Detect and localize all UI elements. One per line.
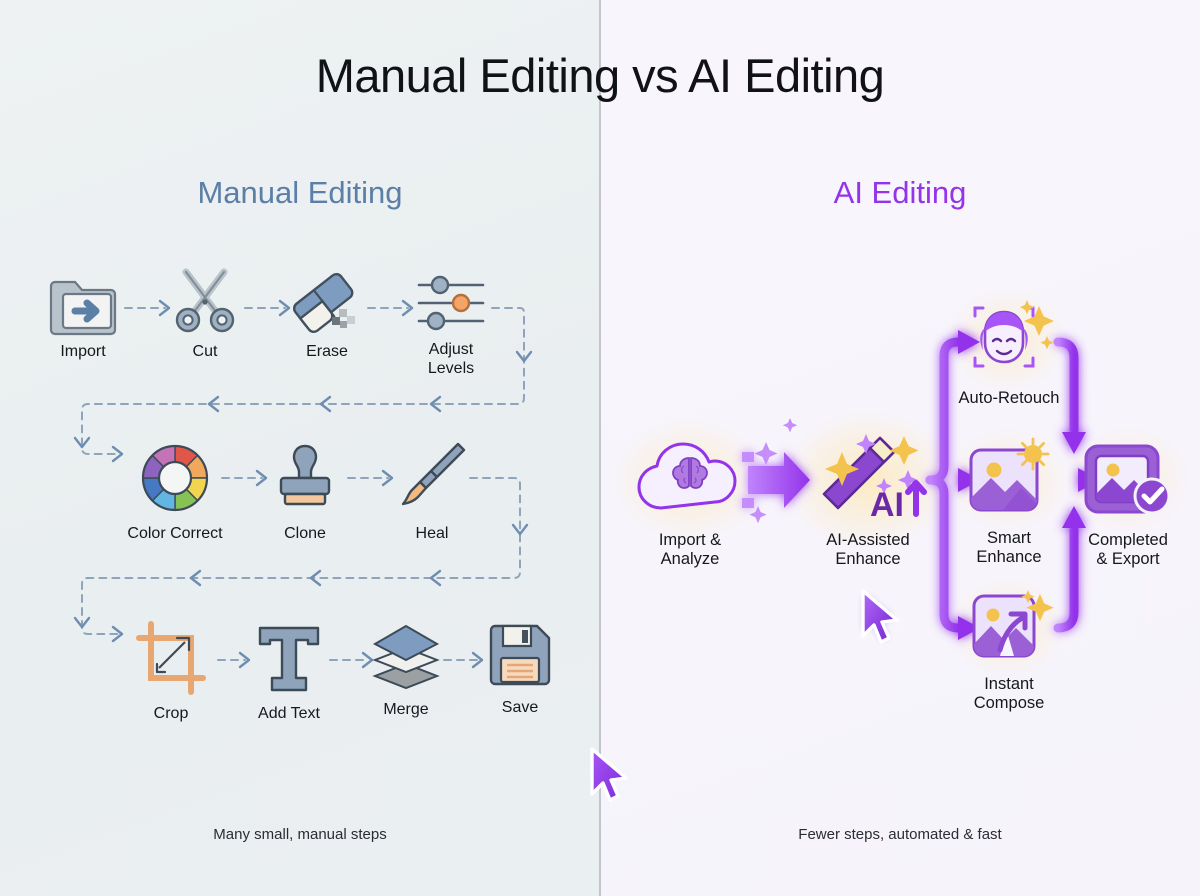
ai-step-instant-compose: Instant Compose <box>950 588 1068 714</box>
ai-footnote: Fewer steps, automated & fast <box>798 826 1002 843</box>
floppy-save-icon <box>485 620 555 690</box>
page-title: Manual Editing vs AI Editing <box>315 49 885 102</box>
ai-step-label: Import & Analyze <box>658 531 722 569</box>
image-check-icon <box>1080 438 1176 522</box>
image-sun-icon <box>963 437 1055 520</box>
scissors-icon <box>170 268 240 334</box>
folder-import-icon <box>47 272 119 336</box>
manual-footnote: Many small, manual steps <box>213 826 387 843</box>
step-adjust-levels: Adjust Levels <box>408 274 494 379</box>
ai-panel-heading: AI Editing <box>833 175 967 210</box>
step-heal: Heal <box>388 436 476 544</box>
step-label: Add Text <box>258 705 320 722</box>
ai-step-label: Instant Compose <box>973 675 1045 713</box>
step-label: Clone <box>284 525 326 542</box>
ai-step-label: Completed & Export <box>1088 531 1168 569</box>
step-label: Crop <box>153 705 189 722</box>
step-label: Heal <box>415 525 449 542</box>
step-merge: Merge <box>368 620 444 720</box>
ai-step-smart-enhance: Smart Enhance <box>950 437 1068 568</box>
panel-divider <box>599 0 601 896</box>
step-label: Cut <box>192 343 218 360</box>
step-cut: Cut <box>165 268 245 362</box>
manual-panel-heading: Manual Editing <box>197 175 403 210</box>
ai-step-import-analyze: Import & Analyze <box>628 436 752 570</box>
ai-step-auto-retouch: Auto-Retouch <box>948 296 1070 408</box>
magic-wand-ai-icon: AI <box>808 426 928 524</box>
step-crop: Crop <box>130 620 212 724</box>
layers-merge-icon <box>367 620 445 692</box>
face-retouch-icon <box>963 296 1055 380</box>
step-add-text: Add Text <box>245 620 333 724</box>
step-save: Save <box>483 620 557 718</box>
step-label: Import <box>60 343 106 360</box>
step-label: Save <box>501 699 539 716</box>
clone-stamp-icon <box>267 440 343 516</box>
step-label: Erase <box>306 343 348 360</box>
step-label: Adjust Levels <box>427 341 475 377</box>
step-label: Color Correct <box>127 525 223 542</box>
cloud-brain-icon <box>631 436 749 522</box>
ai-step-label: Smart Enhance <box>976 529 1042 567</box>
step-clone: Clone <box>262 440 348 544</box>
ai-step-label: Auto-Retouch <box>958 389 1060 407</box>
sliders-icon <box>416 274 486 332</box>
healing-brush-icon <box>392 436 472 516</box>
step-label: Merge <box>383 701 429 718</box>
ai-step-completed-export: Completed & Export <box>1066 438 1190 570</box>
image-arrow-icon <box>964 588 1054 666</box>
step-erase: Erase <box>285 268 369 362</box>
text-tool-icon <box>252 620 326 696</box>
ai-step-label: AI-Assisted Enhance <box>826 531 910 569</box>
eraser-icon <box>288 268 366 334</box>
color-wheel-icon <box>137 440 213 516</box>
crop-icon <box>133 620 209 696</box>
ai-step-assisted-enhance: AI AI-Assisted Enhance <box>806 426 930 570</box>
step-import: Import <box>40 272 126 362</box>
step-color-correct: Color Correct <box>118 440 232 544</box>
ai-wand-badge-text: AI <box>870 486 904 524</box>
